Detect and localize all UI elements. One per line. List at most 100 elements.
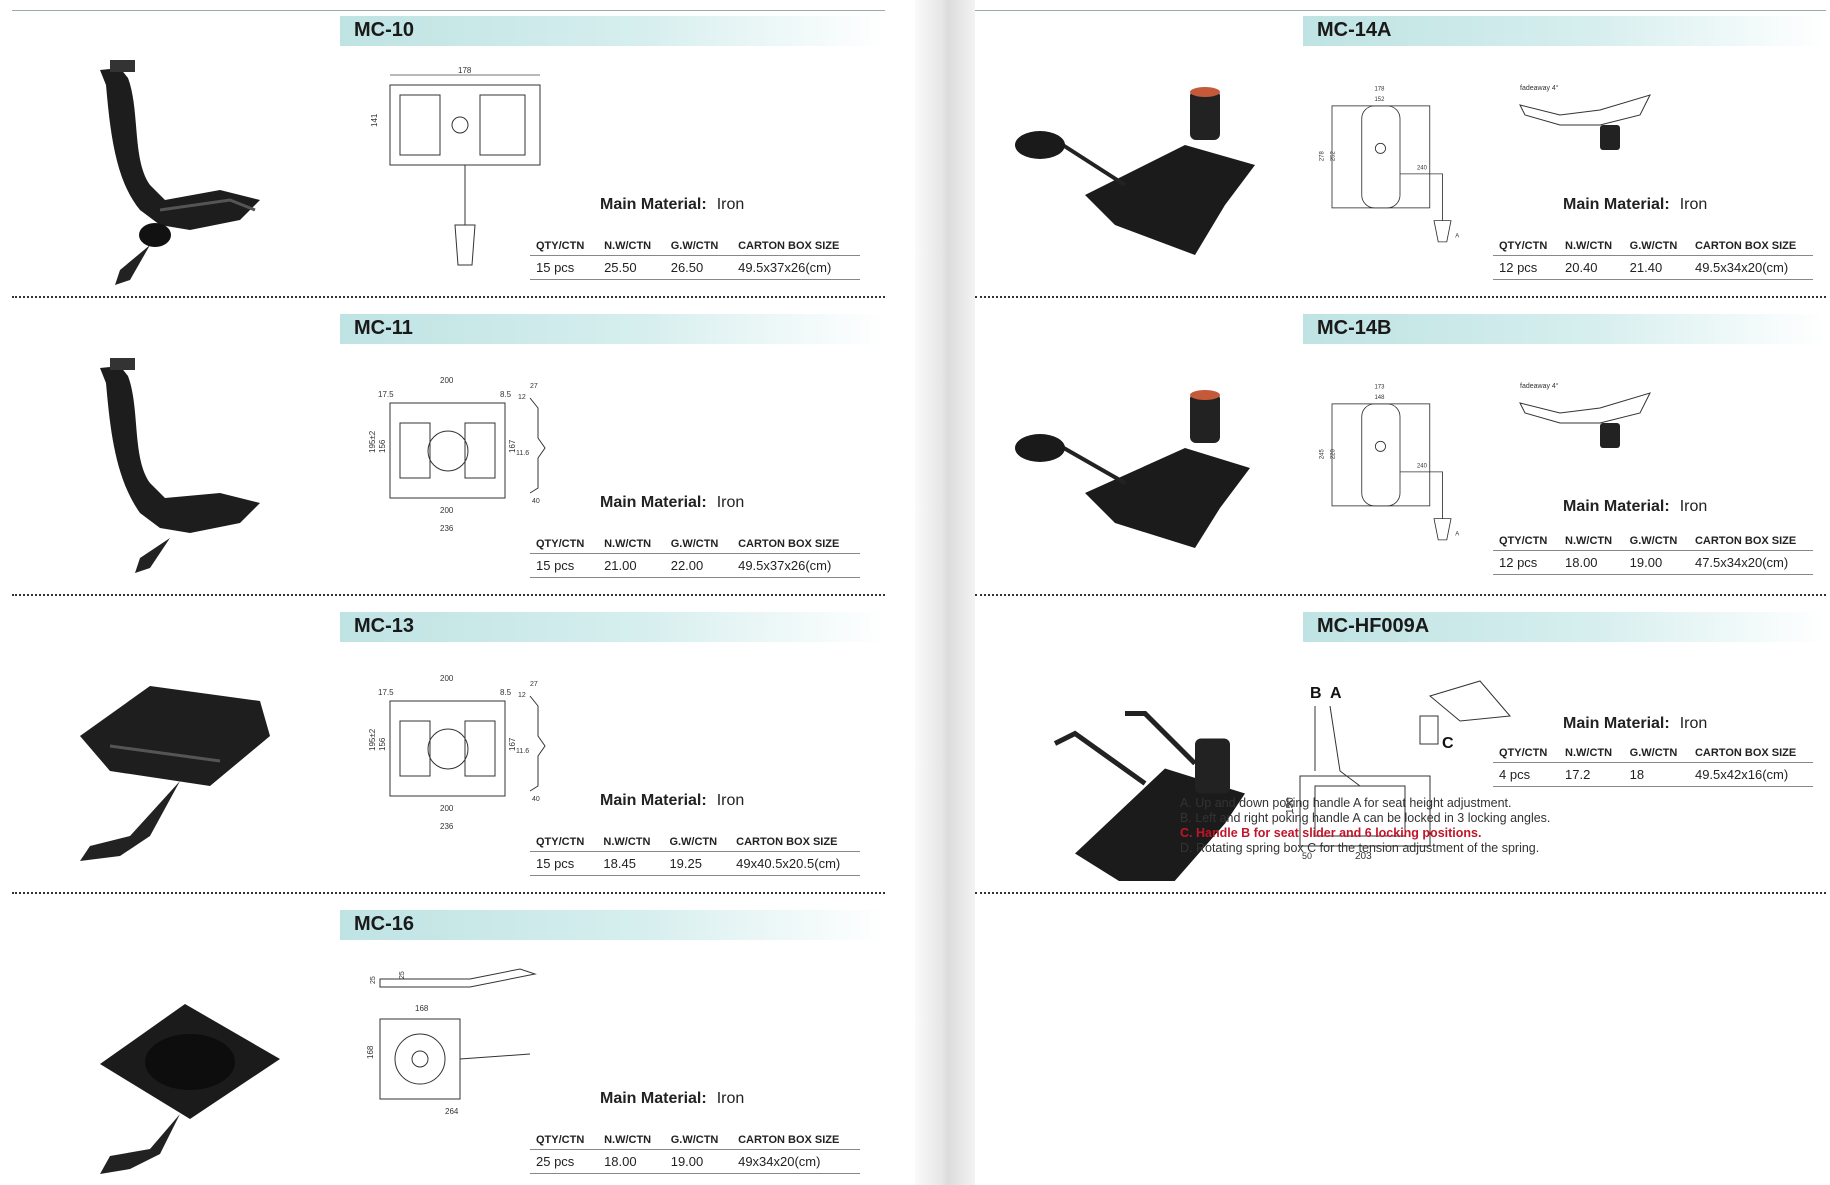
technical-drawing: 25 25 168 168 264 <box>366 968 537 1116</box>
svg-text:252: 252 <box>1331 151 1337 161</box>
product-mc-11: MC-11 200 17.5 8.5 195±2 156 167 200 236… <box>0 298 915 596</box>
main-material: Main Material:Iron <box>600 494 745 511</box>
svg-text:240: 240 <box>1417 464 1428 470</box>
svg-text:50: 50 <box>1302 851 1312 861</box>
side-view-drawing: fadeaway 4° <box>1519 84 1651 150</box>
section-divider <box>975 594 1826 596</box>
svg-text:25: 25 <box>399 971 406 979</box>
svg-text:8.5: 8.5 <box>500 390 512 399</box>
dim-label: 141 <box>370 113 379 127</box>
svg-text:12: 12 <box>518 394 526 401</box>
svg-text:236: 236 <box>440 524 454 533</box>
model-title-bar: MC-13 <box>340 612 885 642</box>
mechanism-photo <box>100 60 260 285</box>
model-title: MC-10 <box>354 19 415 41</box>
product-mc-hf009a: MC-HF009A B A 150 50 203 C Main Material… <box>975 596 1830 894</box>
main-material: Main Material:Iron <box>600 792 745 809</box>
note-item-highlight: C. Handle B for seat slider and 6 lockin… <box>1180 826 1482 840</box>
mechanism-photo <box>100 358 260 573</box>
model-title-bar: MC-11 <box>340 314 885 344</box>
svg-text:220: 220 <box>1331 449 1337 460</box>
model-title: MC-16 <box>354 913 415 935</box>
product-mc-14a: MC-14A 178 152 278 252 240 A fadeaway 4° <box>975 0 1830 298</box>
svg-text:168: 168 <box>415 1004 429 1013</box>
model-title-bar: MC-14B <box>1303 314 1826 344</box>
mechanism-photo <box>100 1004 280 1174</box>
svg-text:40: 40 <box>532 796 540 803</box>
feature-notes: A. Up and down poking handle A for seat … <box>1180 796 1570 856</box>
side-view-drawing: fadeaway 4° <box>1519 382 1651 448</box>
svg-text:203: 203 <box>1355 851 1372 862</box>
svg-text:240: 240 <box>1417 166 1428 172</box>
model-title: MC-13 <box>354 615 415 637</box>
note-item: A. Up and down poking handle A for seat … <box>1180 796 1512 810</box>
svg-text:A: A <box>1455 532 1459 538</box>
svg-text:A: A <box>1330 685 1342 702</box>
model-title: MC-11 <box>354 317 413 339</box>
svg-text:25: 25 <box>370 976 377 984</box>
product-mc-16: MC-16 25 25 168 168 264 Main Material:Ir… <box>0 894 915 1185</box>
svg-text:B: B <box>1310 685 1322 702</box>
mechanism-photo <box>1015 390 1250 548</box>
mechanism-photo <box>80 686 270 861</box>
svg-text:173: 173 <box>1375 385 1386 391</box>
section-divider <box>975 892 1826 894</box>
main-material: Main Material:Iron <box>1563 715 1708 732</box>
svg-text:264: 264 <box>445 1107 459 1116</box>
left-page: MC-10 178 141 Main Material:Iron QTY/CTN… <box>0 0 915 1185</box>
svg-text:178: 178 <box>1375 87 1386 93</box>
svg-text:8.5: 8.5 <box>500 688 512 697</box>
technical-drawing: B A 150 50 203 C <box>1285 680 1512 862</box>
main-material: Main Material:Iron <box>600 1090 745 1107</box>
svg-text:200: 200 <box>440 376 454 385</box>
model-title: MC-14A <box>1317 19 1392 41</box>
svg-text:11.6: 11.6 <box>516 450 529 457</box>
svg-text:C: C <box>1442 735 1454 752</box>
svg-text:168: 168 <box>366 1045 375 1059</box>
section-divider <box>975 296 1826 298</box>
note-item: B. Left and right poking handle A can be… <box>1180 811 1551 825</box>
dim-label: 178 <box>458 66 472 75</box>
section-divider <box>12 594 885 596</box>
section-rule <box>975 10 1826 11</box>
svg-text:148: 148 <box>1375 395 1386 401</box>
model-title: MC-HF009A <box>1317 615 1430 637</box>
svg-text:27: 27 <box>530 681 538 688</box>
model-title-bar: MC-14A <box>1303 16 1826 46</box>
section-rule <box>12 10 885 11</box>
main-material: Main Material:Iron <box>1563 498 1708 515</box>
main-material: Main Material:Iron <box>600 196 745 213</box>
svg-text:fadeaway 4°: fadeaway 4° <box>1520 382 1559 390</box>
technical-drawing: 200 17.5 8.5 195±2 156 167 200 236 27 12… <box>368 674 546 831</box>
product-mc-10: MC-10 178 141 Main Material:Iron QTY/CTN… <box>0 0 915 298</box>
svg-text:12: 12 <box>518 692 526 699</box>
section-divider <box>12 892 885 894</box>
svg-text:fadeaway 4°: fadeaway 4° <box>1520 84 1559 92</box>
svg-text:A: A <box>1455 234 1459 240</box>
svg-text:167: 167 <box>508 439 517 453</box>
svg-text:17.5: 17.5 <box>378 688 394 697</box>
mechanism-photo <box>1053 711 1245 881</box>
technical-drawing: 178 152 278 252 240 A <box>1320 87 1459 243</box>
svg-text:150: 150 <box>1285 797 1296 814</box>
svg-text:27: 27 <box>530 383 538 390</box>
svg-text:17.5: 17.5 <box>378 390 394 399</box>
page-gutter <box>915 0 975 1185</box>
model-title-bar: MC-HF009A <box>1303 612 1826 642</box>
section-divider <box>12 296 885 298</box>
note-item: D. Rotating spring box C for the tension… <box>1180 841 1540 855</box>
svg-text:11.6: 11.6 <box>516 748 529 755</box>
svg-text:200: 200 <box>440 506 454 515</box>
svg-text:200: 200 <box>440 674 454 683</box>
